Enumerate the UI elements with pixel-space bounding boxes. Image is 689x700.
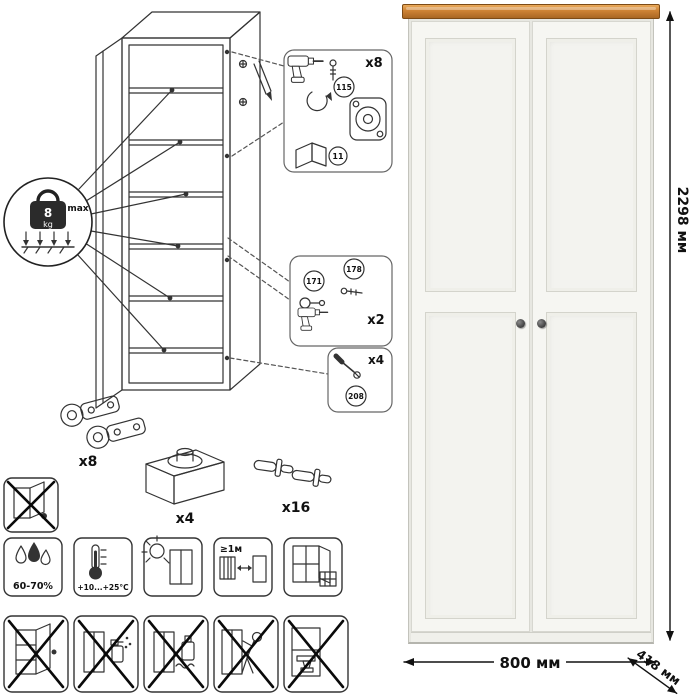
warning-no-dragging-icon [213, 615, 279, 693]
part-115-label: 115 [336, 83, 352, 92]
part-171-label: 171 [306, 277, 322, 286]
right-door-knob [537, 319, 546, 328]
care-heat-distance-icon: ≥1м [213, 537, 273, 597]
hinge-position-dots [224, 49, 230, 361]
wardrobe-render [402, 4, 660, 644]
hinge-diagram [349, 97, 387, 141]
dimension-height: 2298 мм [666, 11, 689, 641]
left-door-lower-panel [425, 312, 516, 619]
shelf-pin-hardware: x16 [253, 458, 332, 516]
step2-count-label: x2 [367, 313, 384, 328]
callout-leaders [227, 51, 329, 375]
cabinet-sketch [95, 11, 261, 409]
left-door-upper-panel [425, 38, 516, 292]
distance-label: ≥1м [220, 544, 242, 555]
step3-count-label: x4 [368, 353, 384, 367]
dimension-depth: 418 мм [627, 646, 684, 695]
weight-max-label: max [67, 204, 88, 214]
hinge-hardware: x8 [60, 395, 146, 470]
manual-icon [295, 142, 327, 169]
warning-open-door-icon [3, 615, 69, 693]
width-dimension-label: 800 мм [499, 654, 560, 672]
wardrobe-top-board [402, 4, 660, 19]
weight-value: 8 [44, 206, 52, 220]
weight-unit: kg [43, 220, 53, 229]
hand-screw-callout: x4 208 [327, 347, 393, 413]
care-ventilation-icon [283, 537, 343, 597]
pins-count-label: x16 [282, 500, 311, 516]
screw-icon [329, 59, 337, 81]
part-208-label: 208 [348, 392, 364, 401]
warning-door-hang-icon [3, 477, 59, 533]
wardrobe-body [408, 18, 654, 644]
bolt-part-icon [340, 287, 363, 296]
marking-tools [238, 59, 272, 107]
care-sunlight-icon [141, 535, 203, 597]
warning-no-heavy-load-icon [283, 615, 349, 693]
hinge-install-callout: x8 115 [283, 49, 393, 173]
right-door-lower-panel [546, 312, 637, 619]
hinges-count-label: x8 [79, 454, 98, 470]
part-11-label: 11 [332, 152, 344, 161]
feet-count-label: x4 [176, 511, 195, 527]
care-humidity-icon: 60-70% [3, 537, 63, 597]
humidity-label: 60-70% [13, 581, 53, 592]
dimension-width: 800 мм [403, 650, 657, 672]
right-door-upper-panel [546, 38, 637, 292]
care-temperature-icon: +10...+25°C [73, 537, 133, 597]
left-door-knob [516, 319, 525, 328]
weight-limit-badge: 8 kg max [3, 177, 93, 267]
foot-hardware: x4 [145, 447, 225, 527]
rotate-arrow [306, 91, 328, 112]
down-arrows [23, 231, 71, 246]
wardrobe-left-door [411, 21, 530, 632]
height-dimension-label: 2298 мм [674, 187, 689, 254]
shelf-load-lines [76, 87, 189, 353]
wardrobe-plinth [411, 632, 651, 642]
handle-install-callout: 171 178 x2 [289, 255, 393, 347]
wardrobe-right-door [532, 21, 651, 632]
warning-no-solvents-icon [73, 615, 139, 693]
part-178-label: 178 [346, 265, 362, 274]
temperature-label: +10...+25°C [77, 583, 129, 592]
top-board-highlight [406, 7, 656, 10]
warning-no-abrasives-icon [143, 615, 209, 693]
step1-count-label: x8 [365, 56, 382, 71]
